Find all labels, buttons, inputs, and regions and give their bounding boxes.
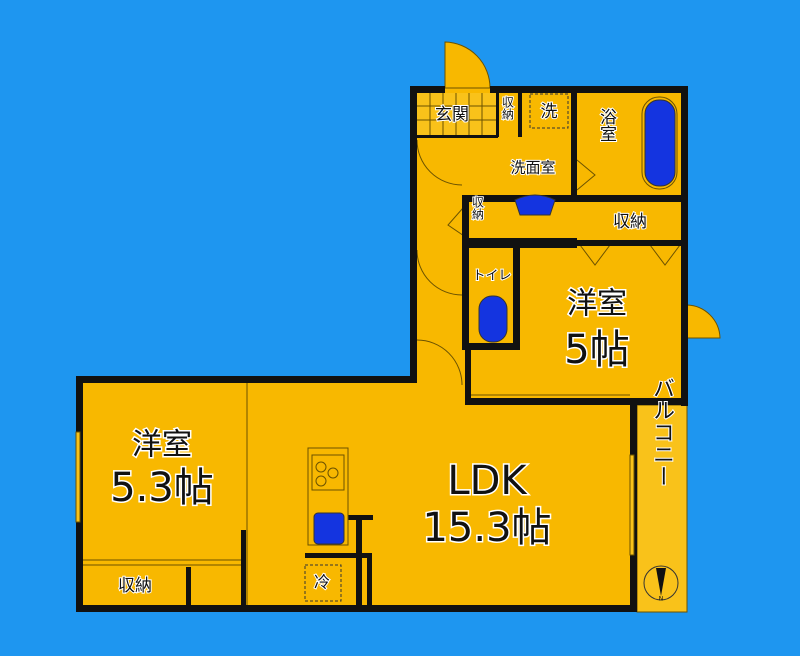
label-toilet: トイレ (472, 269, 511, 284)
label-balcony: バルコニー (649, 377, 674, 487)
label-bath: 浴室 (596, 108, 617, 142)
label-fridge: 冷 (314, 573, 330, 592)
wash-basin (514, 194, 556, 216)
entrance-door[interactable] (444, 41, 491, 89)
washer-space (529, 93, 569, 129)
label-ldk: LDK (447, 458, 528, 504)
compass-icon: N (643, 565, 679, 603)
bathtub (644, 99, 676, 187)
label-ldk-size: 15.3帖 (422, 505, 551, 551)
label-washroom: 洗面室 (510, 159, 555, 177)
kitchen-counter (307, 447, 349, 546)
label-western-room-2-size: 5.3帖 (110, 465, 214, 511)
side-door[interactable] (686, 304, 721, 339)
svg-text:N: N (659, 596, 664, 603)
kitchen-sink (313, 512, 345, 545)
label-western-room-1: 洋室 (567, 287, 627, 322)
stove (311, 454, 345, 491)
toilet-fixture (478, 295, 508, 343)
label-storage-lower: 収納 (118, 576, 152, 596)
fridge-space (304, 564, 342, 602)
label-western-room-1-size: 5帖 (564, 327, 629, 373)
label-washer: 洗 (541, 102, 558, 122)
label-storage-small-1: 収納 (501, 96, 515, 120)
genkan-tiles (417, 93, 498, 137)
label-genkan: 玄関 (435, 105, 469, 125)
label-western-room-2: 洋室 (132, 428, 192, 463)
label-storage-upper: 収納 (613, 212, 647, 232)
label-storage-small-2: 収納 (471, 196, 485, 220)
